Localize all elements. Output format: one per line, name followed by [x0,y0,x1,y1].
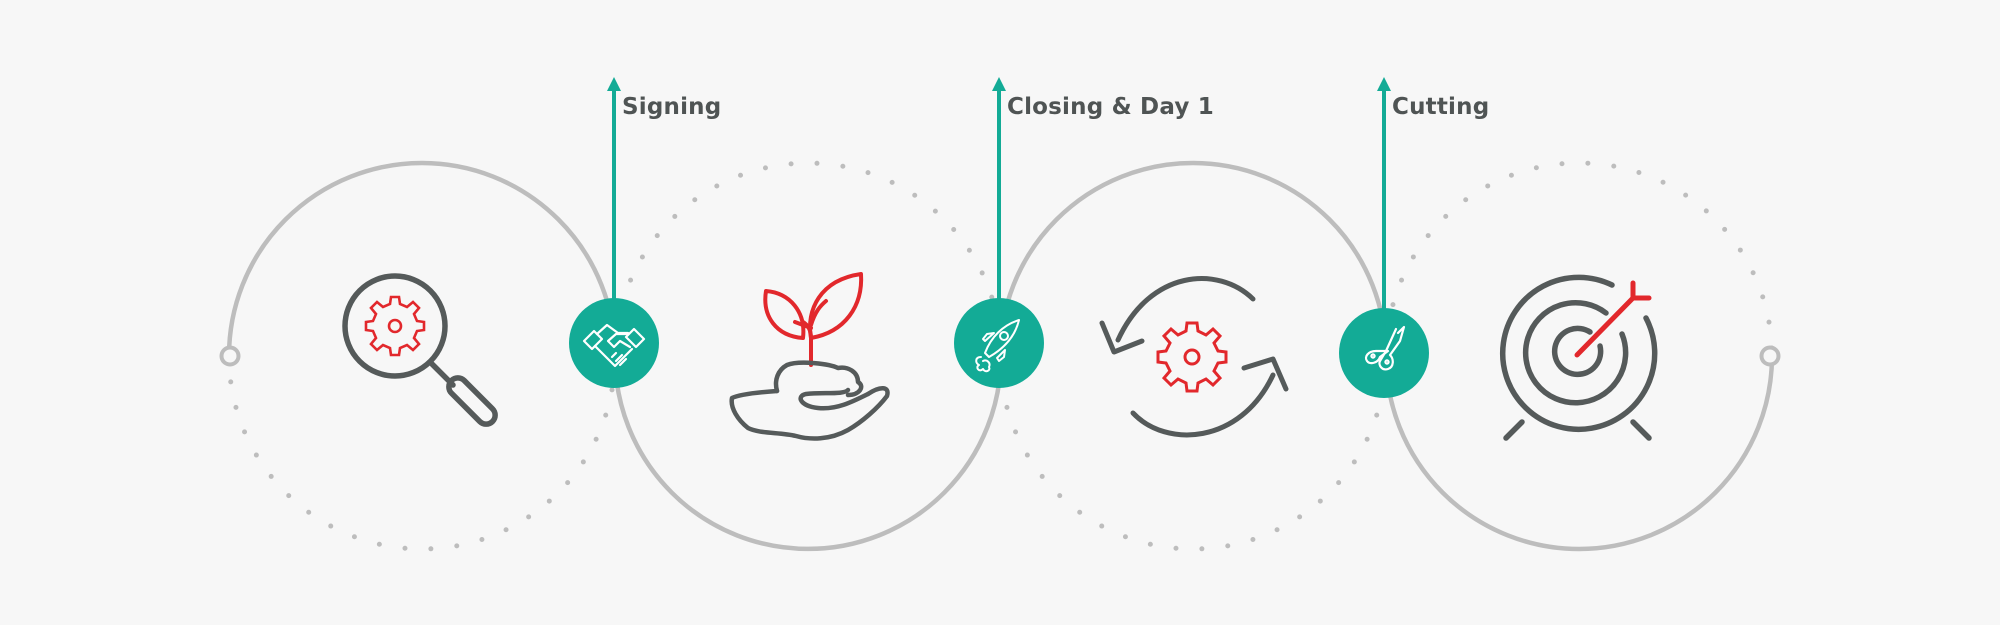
milestone-3-arrow-head [1377,77,1391,91]
track-end-node [1759,345,1781,367]
magnifier-gear-icon [342,273,498,427]
target-arrow-icon [1500,274,1658,441]
stage-1-icon [342,273,498,427]
milestone-2-node[interactable] [954,298,1044,388]
refresh-gear-icon [1099,276,1289,438]
handshake-icon [582,323,646,368]
stage-4-icon [1500,274,1658,441]
milestone-1-node[interactable] [569,298,659,388]
milestone-1-arrow-shaft [612,88,616,303]
stage-2-icon [729,272,890,441]
milestone-3-node[interactable] [1339,308,1429,398]
track-arc-2-solid [612,353,1004,552]
milestone-3-arrow-shaft [1382,88,1386,313]
stage-3-icon [1099,276,1289,438]
track-arc-4-solid [1383,353,1775,552]
milestone-2-label: Closing & Day 1 [1007,94,1214,120]
scissors-icon [1364,325,1406,371]
rocket-icon [975,319,1020,373]
milestone-arrows [607,77,1391,313]
timeline-track [226,160,1775,552]
milestone-2-arrow-head [992,77,1006,91]
hand-sprout-icon [729,272,890,441]
milestone-2-arrow-shaft [997,88,1001,303]
milestone-1-arrow-head [607,77,621,91]
track-start-node [219,345,241,367]
milestone-3-label: Cutting [1392,94,1490,120]
track-arc-1-dotted [226,353,618,552]
track-arc-3-dotted [997,353,1389,552]
track-arc-1-solid [226,160,618,359]
milestone-1-label: Signing [622,94,722,120]
track-arc-3-solid [997,160,1389,359]
